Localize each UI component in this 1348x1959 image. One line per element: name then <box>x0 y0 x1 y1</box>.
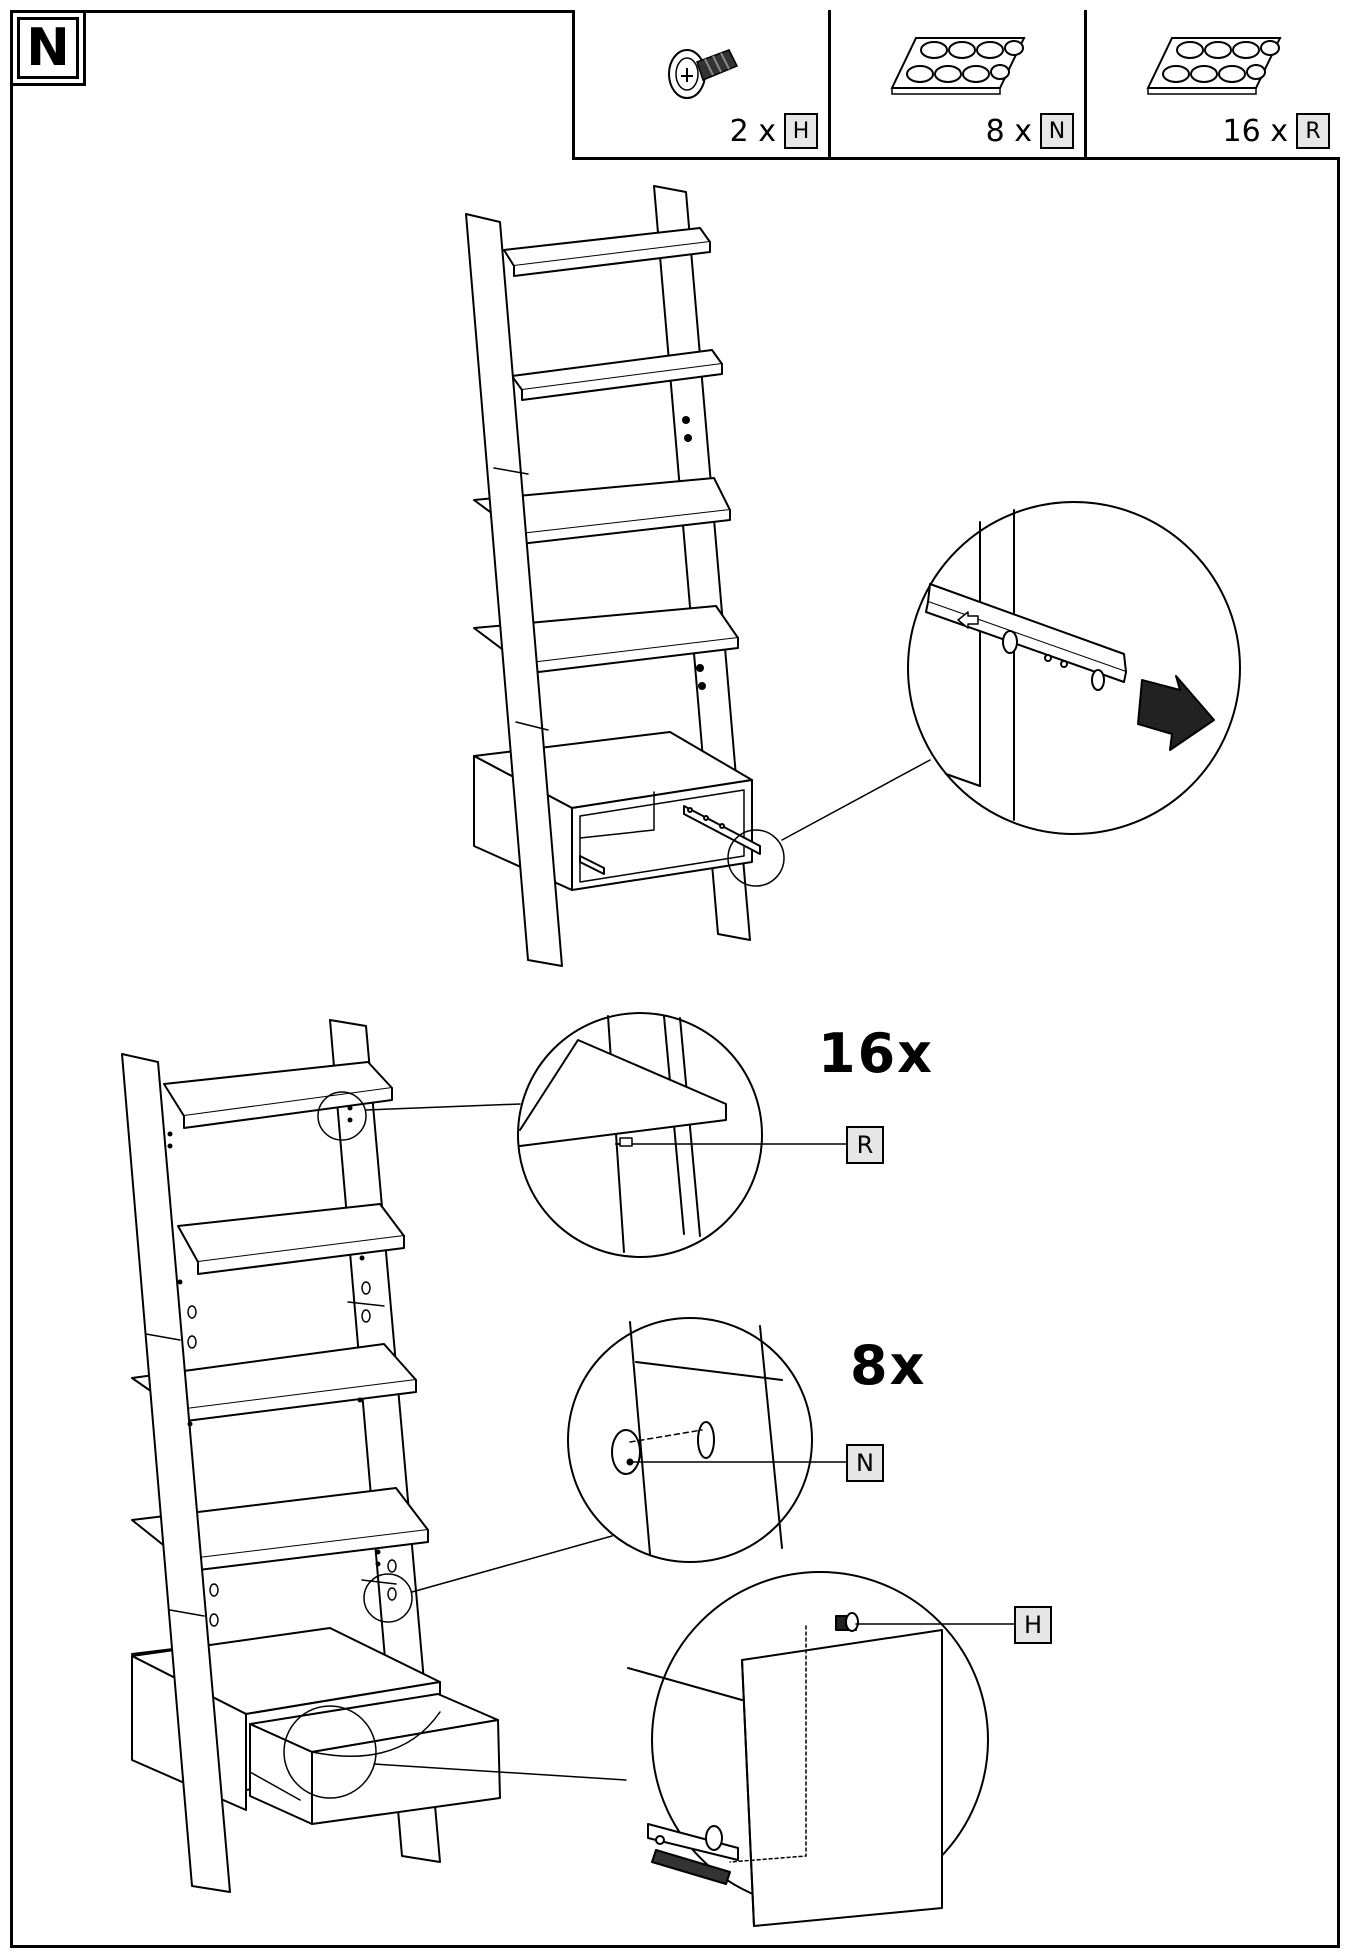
parts-table: 2 x H 8 x N <box>572 10 1340 160</box>
callout-label-h: H <box>1014 1606 1052 1644</box>
ladder-shelf-top <box>466 186 930 966</box>
ladder-shelf-bottom <box>122 1020 626 1892</box>
part-cell-n: 8 x N <box>831 10 1087 157</box>
part-quantity-text: 8 x <box>985 113 1032 149</box>
part-cell-r: 16 x R <box>1087 10 1340 157</box>
part-quantity-text: 16 x <box>1222 113 1288 149</box>
part-letter-box: R <box>1296 113 1330 149</box>
part-quantity-h: 2 x H <box>730 113 818 149</box>
count-caps-n: 8x <box>850 1334 927 1397</box>
part-cell-h: 2 x H <box>575 10 831 157</box>
part-letter-box: H <box>784 113 818 149</box>
cap-sheet-icon <box>1145 37 1282 95</box>
detail-cap-n-zoom <box>568 1318 846 1562</box>
bolt-icon <box>667 49 738 99</box>
part-quantity-n: 8 x N <box>986 113 1074 149</box>
callout-label-n: N <box>846 1444 884 1482</box>
part-letter-box: N <box>1040 113 1074 149</box>
detail-runner-zoom <box>908 502 1240 834</box>
callout-label-r: R <box>846 1126 884 1164</box>
count-caps-r: 16x <box>818 1022 934 1085</box>
detail-cap-r-zoom <box>518 1013 846 1257</box>
part-quantity-text: 2 x <box>729 113 776 149</box>
step-badge: N <box>10 10 86 86</box>
step-letter: N <box>17 17 79 79</box>
part-quantity-r: 16 x R <box>1223 113 1330 149</box>
cap-sheet-icon <box>889 37 1026 95</box>
detail-bolt-h-zoom <box>628 1572 1016 1926</box>
